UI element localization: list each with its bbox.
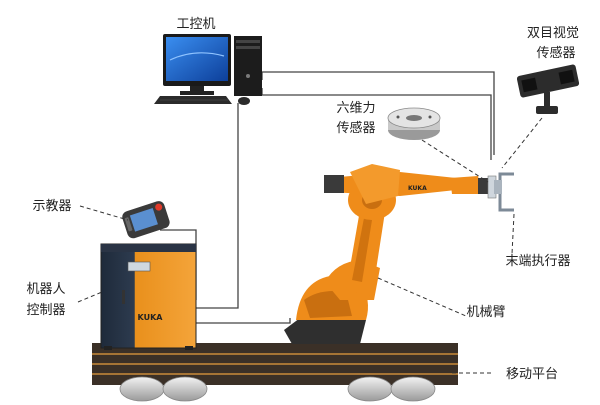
mouse — [238, 97, 250, 105]
stereo-vision-sensor — [516, 64, 580, 114]
cable-pc-to-controller — [196, 103, 239, 309]
robot-arm: KUKA — [284, 164, 488, 344]
label-platform: 移动平台 — [506, 367, 558, 382]
label-arm: 机械臂 — [466, 305, 505, 320]
label-ctrl-line2: 控制器 — [26, 303, 65, 318]
label-pendant: 示教器 — [32, 198, 71, 214]
label-end-effector: 末端执行器 — [505, 254, 570, 269]
pc-tower — [234, 36, 262, 96]
leader-pendant — [79, 205, 129, 221]
mobile-platform — [92, 343, 458, 402]
cable-pc-to-effector — [261, 88, 492, 160]
leader-controller — [77, 291, 103, 303]
label-ctrl-line1: 机器人 — [26, 282, 65, 297]
ft-sensor — [387, 107, 441, 140]
cable-controller-to-robot — [196, 318, 291, 324]
leader-lines — [77, 117, 543, 374]
cable-pc-to-stereo — [261, 71, 495, 155]
industrial-pc — [154, 34, 262, 105]
teach-pendant — [122, 201, 170, 239]
arm-logo: KUKA — [408, 185, 427, 192]
leader-arm — [377, 277, 467, 317]
end-effector — [487, 172, 514, 212]
leader-end-effector — [511, 213, 515, 255]
leader-stereo — [501, 117, 543, 169]
label-ipc: 工控机 — [176, 17, 215, 32]
leader-ft — [421, 139, 489, 183]
label-ft-line1: 六维力 — [336, 101, 375, 116]
platform-wheels — [119, 376, 436, 402]
label-ft-line2: 传感器 — [336, 120, 375, 136]
robot-controller: KUKA — [100, 243, 197, 350]
label-stereo-line1: 双目视觉 — [527, 26, 579, 41]
label-stereo-line2: 传感器 — [536, 45, 575, 61]
labels: 工控机 双目视觉 传感器 六维力 传感器 示教器 机器人 控制器 末端执行器 机… — [26, 17, 579, 382]
controller-logo: KUKA — [138, 313, 164, 322]
